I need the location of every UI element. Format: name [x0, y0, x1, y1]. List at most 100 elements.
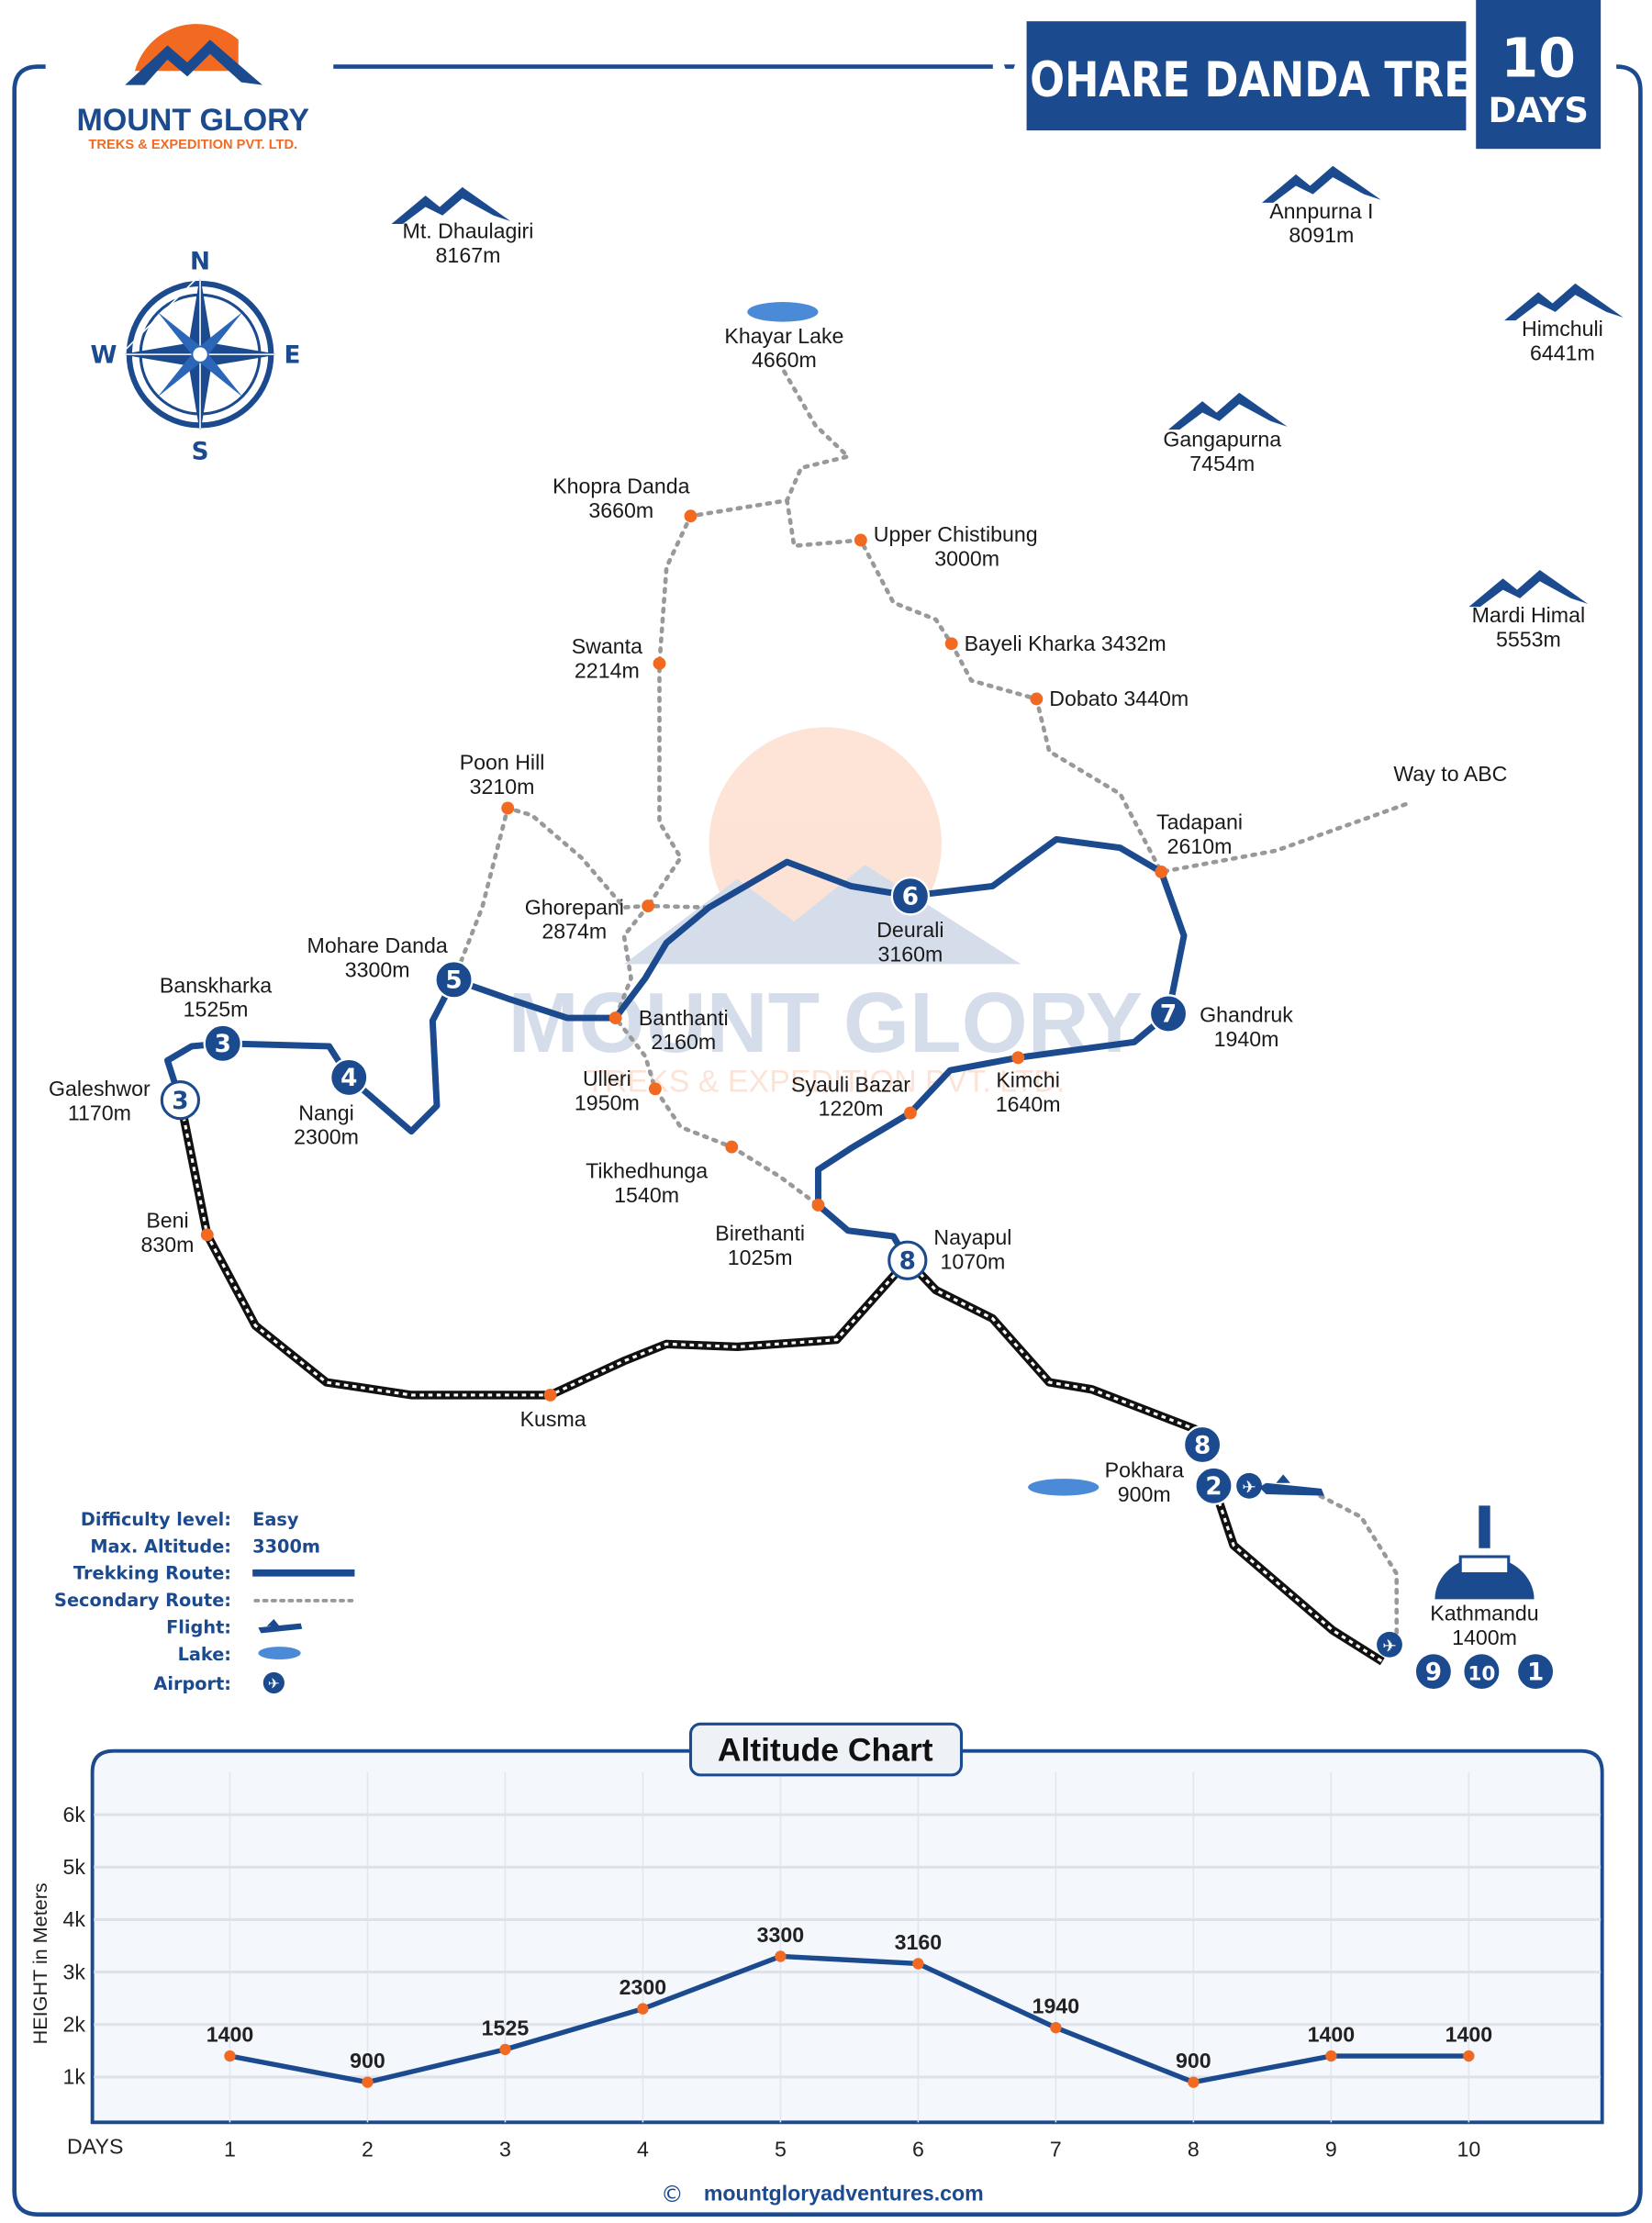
altitude-point	[912, 1958, 924, 1970]
day-number: 3	[172, 1088, 188, 1115]
brand-name: MOUNT GLORY	[77, 103, 310, 138]
place-altitude: 2874m	[541, 920, 607, 944]
chart-ylabel: HEIGHT in Meters	[28, 1882, 51, 2044]
place-name: Kimchi	[996, 1068, 1059, 1092]
place-dot	[1011, 1051, 1025, 1065]
x-tick-label: 7	[1050, 2137, 1062, 2161]
place-altitude: 1525m	[184, 998, 249, 1022]
x-tick-label: 10	[1457, 2137, 1480, 2161]
altitude-point	[1463, 2050, 1475, 2062]
compass-north: N	[190, 248, 210, 275]
legend-trekking-line	[252, 1569, 355, 1577]
altitude-data-label: 1940	[1032, 1994, 1080, 2018]
legend-difficulty-value: Easy	[252, 1509, 299, 1530]
trek-title: MOHARE DANDA TREK	[989, 53, 1506, 108]
day-marker: 7	[1148, 994, 1189, 1033]
day-number: 2	[1205, 1473, 1222, 1501]
legend-lake-icon	[258, 1647, 301, 1660]
airport-icon-pokhara: ✈	[1236, 1472, 1262, 1499]
place-altitude: 3300m	[345, 957, 410, 981]
mountain-altitude: 5553m	[1496, 627, 1561, 651]
place-dot	[725, 1140, 739, 1154]
map-frame	[12, 64, 1643, 2217]
altitude-point	[362, 2076, 374, 2088]
brand-logo: MOUNT GLORY TREKS & EXPEDITION PVT. LTD.	[77, 24, 310, 152]
place-name: Tikhedhunga	[586, 1159, 708, 1183]
place-dot	[543, 1388, 557, 1402]
chart-xlabel: DAYS	[67, 2134, 123, 2158]
day-number: 4	[340, 1065, 357, 1092]
place-name: Galeshwor	[49, 1077, 151, 1100]
x-tick-label: 3	[499, 2137, 511, 2161]
mountain-name: Mardi Himal	[1472, 603, 1586, 627]
place-altitude: 3000m	[934, 546, 999, 570]
altitude-data-label: 900	[1176, 2049, 1211, 2072]
x-tick-label: 5	[775, 2137, 787, 2161]
mountain-name: Mt. Dhaulagiri	[403, 219, 534, 243]
days-number: 10	[1501, 27, 1576, 89]
x-tick-label: 6	[912, 2137, 924, 2161]
day-marker: 5	[434, 960, 474, 1000]
day-marker: 6	[890, 876, 931, 916]
altitude-data-label: 3160	[895, 1930, 943, 1954]
compass-west: W	[91, 341, 117, 369]
altitude-point	[499, 2043, 511, 2056]
place-dot	[811, 1198, 825, 1212]
title-box	[1026, 21, 1467, 131]
mountain-altitude: 6441m	[1530, 341, 1595, 364]
place-name: Deurali	[876, 918, 943, 942]
place-name: Upper Chistibung	[874, 522, 1038, 546]
place-name: Pokhara	[1105, 1458, 1184, 1482]
day-marker: 1	[1515, 1651, 1556, 1692]
legend-trekking-label: Trekking Route:	[73, 1563, 231, 1584]
altitude-point	[1325, 2050, 1337, 2062]
compass-east: E	[284, 341, 300, 369]
place-bayeli: Bayeli Kharka 3432m	[944, 631, 1166, 655]
x-tick-label: 8	[1188, 2137, 1200, 2161]
legend-flight-icon	[258, 1618, 303, 1634]
day-marker: 4	[329, 1057, 369, 1098]
altitude-point	[1050, 2022, 1062, 2034]
place-abc: Way to ABC	[1393, 762, 1507, 786]
airport-icon-kathmandu: ✈	[1377, 1631, 1402, 1658]
place-altitude: 2214m	[575, 658, 640, 682]
place-name: Syauli Bazar	[791, 1072, 910, 1096]
day-number: 3	[215, 1031, 231, 1058]
day-number: 9	[1425, 1659, 1442, 1686]
svg-text:✈: ✈	[1382, 1637, 1397, 1657]
day-marker: 9	[1413, 1651, 1454, 1692]
copyright-icon: ©	[661, 2181, 684, 2207]
place-name: Beni	[146, 1209, 188, 1233]
place-dot	[684, 509, 698, 523]
place-dot	[1030, 692, 1044, 706]
place-altitude: 3160m	[878, 942, 943, 966]
brand-tagline: TREKS & EXPEDITION PVT. LTD.	[88, 138, 297, 152]
y-tick-label: 3k	[62, 1960, 85, 1983]
place-name: Ghandruk	[1200, 1003, 1293, 1027]
day-number: 8	[899, 1247, 916, 1275]
website-link[interactable]: mountgloryadventures.com	[704, 2181, 984, 2205]
mountain-altitude: 7454m	[1189, 452, 1255, 475]
x-tick-label: 2	[362, 2137, 374, 2161]
day-marker: 8	[1182, 1424, 1222, 1465]
place-dot	[608, 1011, 622, 1025]
day-marker: 8	[887, 1240, 928, 1280]
watermark-tagline: TREKS & EXPEDITION PVT. LTD.	[586, 1064, 1065, 1099]
svg-text:✈: ✈	[268, 1676, 280, 1692]
y-tick-label: 6k	[62, 1803, 85, 1826]
place-dot	[501, 801, 515, 815]
trekking-route	[164, 835, 1188, 1262]
place-name: Tadapani	[1156, 810, 1243, 834]
